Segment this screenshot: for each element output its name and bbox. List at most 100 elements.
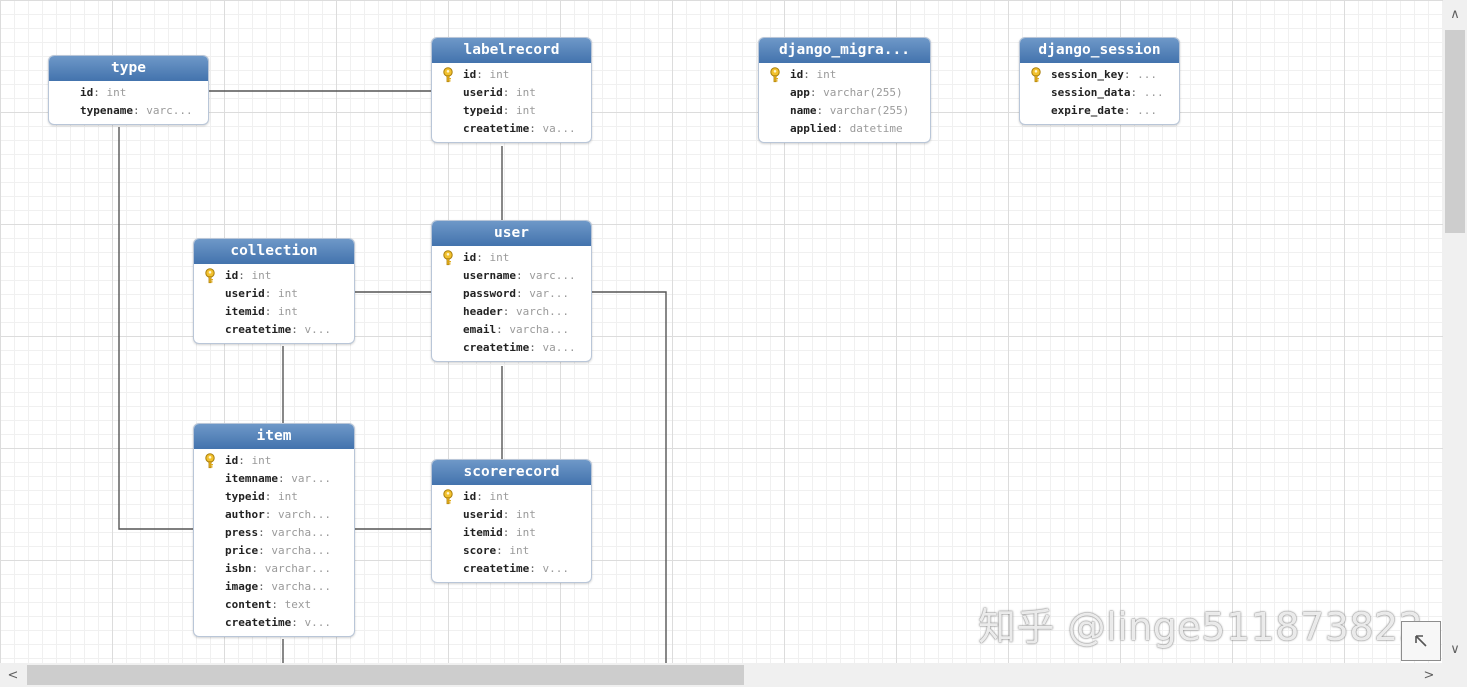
column-row[interactable]: id: int: [194, 267, 354, 285]
column-type: varchar(255): [823, 86, 903, 99]
arrow-right-icon[interactable]: >: [1423, 667, 1435, 683]
column-separator: :: [476, 490, 490, 503]
table-title[interactable]: user: [432, 221, 591, 246]
column-name: isbn: [225, 562, 252, 575]
column-row[interactable]: createtime: va...: [432, 120, 591, 138]
column-row[interactable]: createtime: va...: [432, 339, 591, 357]
column-type: v...: [304, 616, 331, 629]
link-user-offscreen[interactable]: [590, 291, 667, 663]
column-row[interactable]: typeid: int: [194, 488, 354, 506]
column-separator: :: [476, 251, 490, 264]
table-title[interactable]: collection: [194, 239, 354, 264]
column-type: datetime: [849, 122, 903, 135]
table-title[interactable]: django_session: [1020, 38, 1179, 63]
column-row[interactable]: password: var...: [432, 285, 591, 303]
vertical-scrollbar-thumb[interactable]: [1445, 30, 1465, 233]
column-row[interactable]: name: varchar(255): [759, 102, 930, 120]
column-type: int: [251, 269, 272, 282]
column-row[interactable]: score: int: [432, 542, 591, 560]
table-title[interactable]: type: [49, 56, 208, 81]
column-name: userid: [463, 508, 503, 521]
column-row[interactable]: userid: int: [432, 506, 591, 524]
column-type: varcha...: [271, 526, 331, 539]
column-type: var...: [291, 472, 331, 485]
column-row[interactable]: id: int: [49, 84, 208, 102]
column-type: varcha...: [271, 580, 331, 593]
column-row[interactable]: app: varchar(255): [759, 84, 930, 102]
arrow-left-icon[interactable]: <: [7, 667, 19, 683]
column-name: itemid: [225, 305, 265, 318]
column-row[interactable]: expire_date: ...: [1020, 102, 1179, 120]
column-row[interactable]: userid: int: [432, 84, 591, 102]
column-type: int: [489, 251, 510, 264]
column-row[interactable]: author: varch...: [194, 506, 354, 524]
arrow-up-icon[interactable]: ∧: [1450, 6, 1460, 22]
column-type: int: [278, 287, 298, 300]
column-row[interactable]: itemid: int: [432, 524, 591, 542]
column-type: int: [516, 104, 536, 117]
column-separator: :: [502, 526, 516, 539]
key-icon: [1031, 67, 1041, 83]
table-title[interactable]: labelrecord: [432, 38, 591, 63]
column-row[interactable]: id: int: [432, 66, 591, 84]
column-row[interactable]: email: varcha...: [432, 321, 591, 339]
column-row[interactable]: itemid: int: [194, 303, 354, 321]
column-row[interactable]: createtime: v...: [194, 321, 354, 339]
column-row[interactable]: applied: datetime: [759, 120, 930, 138]
key-icon: [205, 453, 215, 469]
column-type: ...: [1137, 104, 1157, 117]
column-type: int: [516, 508, 536, 521]
table-title[interactable]: item: [194, 424, 354, 449]
column-row[interactable]: isbn: varchar...: [194, 560, 354, 578]
column-row[interactable]: id: int: [759, 66, 930, 84]
column-row[interactable]: createtime: v...: [432, 560, 591, 578]
column-row[interactable]: content: text: [194, 596, 354, 614]
table-title[interactable]: scorerecord: [432, 460, 591, 485]
column-row[interactable]: press: varcha...: [194, 524, 354, 542]
column-type: text: [284, 598, 312, 611]
arrow-down-icon[interactable]: ∨: [1450, 641, 1460, 657]
column-name: itemid: [463, 526, 503, 539]
column-row[interactable]: createtime: v...: [194, 614, 354, 632]
column-type: ...: [1143, 86, 1164, 99]
table-title[interactable]: django_migra...: [759, 38, 930, 63]
column-row[interactable]: id: int: [194, 452, 354, 470]
key-icon: [443, 67, 453, 83]
column-row[interactable]: typeid: int: [432, 102, 591, 120]
link-type-item[interactable]: [118, 127, 193, 530]
column-separator: :: [496, 323, 510, 336]
column-row[interactable]: typename: varc...: [49, 102, 208, 120]
column-type: int: [278, 305, 298, 318]
column-name: id: [225, 269, 239, 282]
column-row[interactable]: image: varcha...: [194, 578, 354, 596]
key-icon: [443, 489, 453, 505]
column-name: id: [463, 251, 477, 264]
column-row[interactable]: itemname: var...: [194, 470, 354, 488]
column-row[interactable]: id: int: [432, 488, 591, 506]
column-row[interactable]: id: int: [432, 249, 591, 267]
horizontal-scrollbar-thumb[interactable]: [27, 665, 744, 685]
column-row[interactable]: header: varch...: [432, 303, 591, 321]
column-row[interactable]: userid: int: [194, 285, 354, 303]
column-separator: :: [496, 544, 510, 557]
column-name: price: [225, 544, 259, 557]
column-list: session_key: ...session_data: ...expire_…: [1020, 63, 1179, 124]
column-row[interactable]: price: varcha...: [194, 542, 354, 560]
column-row[interactable]: session_data: ...: [1020, 84, 1179, 102]
column-row[interactable]: username: varc...: [432, 267, 591, 285]
navigator-button[interactable]: [1401, 621, 1441, 661]
key-icon: [770, 67, 780, 83]
column-row[interactable]: session_key: ...: [1020, 66, 1179, 84]
column-separator: :: [1123, 104, 1138, 117]
column-type: var...: [529, 287, 569, 300]
